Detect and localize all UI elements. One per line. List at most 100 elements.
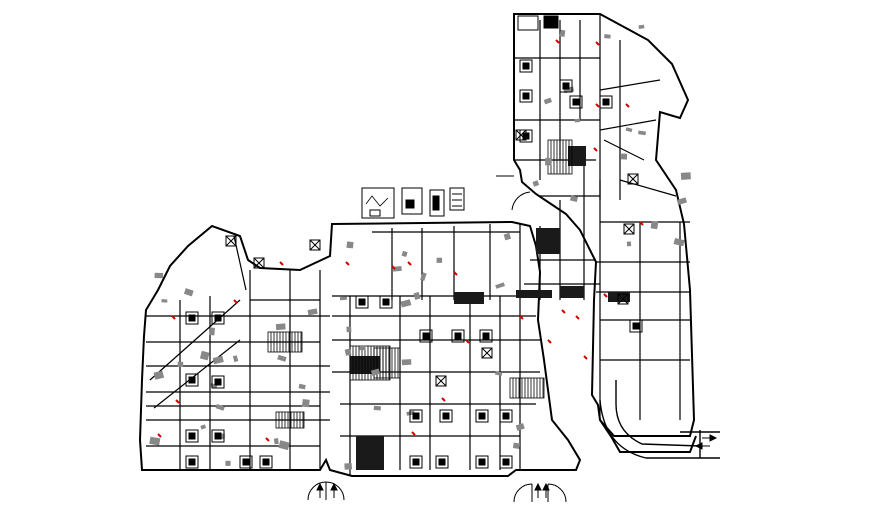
fixture	[569, 95, 583, 109]
column-markers	[225, 129, 639, 387]
furniture-piece	[400, 299, 412, 308]
fixture-core	[262, 458, 270, 466]
service-cores	[350, 146, 630, 470]
wall-line	[599, 79, 661, 91]
column-x	[515, 129, 527, 141]
fixture	[185, 455, 199, 469]
furniture-piece	[401, 250, 408, 257]
wall-line	[599, 119, 657, 131]
door-mark	[603, 293, 608, 298]
door-mark	[171, 315, 176, 320]
column-x	[623, 223, 635, 235]
fixture	[599, 95, 613, 109]
furniture-piece	[177, 361, 184, 367]
door-mark	[411, 431, 416, 436]
fixture	[475, 409, 489, 423]
fixture	[185, 311, 199, 325]
door-mark	[519, 315, 524, 320]
furniture-piece	[275, 323, 286, 331]
fixture-core	[242, 458, 250, 466]
fixture-core	[358, 298, 366, 306]
furniture-piece	[436, 257, 443, 263]
vehicle-ramp	[599, 380, 720, 459]
column-box	[617, 293, 629, 305]
interior-walls	[146, 14, 690, 476]
furniture-piece	[604, 34, 611, 39]
furniture-fixtures	[149, 24, 691, 470]
door-mark	[441, 397, 446, 402]
furniture-piece	[495, 282, 505, 289]
fixture	[355, 295, 369, 309]
furniture-piece	[676, 197, 688, 205]
fixture	[239, 455, 253, 469]
column-x	[481, 347, 493, 359]
fixture	[559, 79, 573, 93]
door-markers	[157, 39, 644, 442]
door-mark	[583, 355, 588, 360]
furniture-piece	[359, 345, 366, 351]
furniture-piece	[344, 348, 352, 356]
door-mark	[575, 315, 580, 320]
door-mark	[233, 299, 238, 304]
fixture-core	[522, 92, 530, 100]
fixture-core	[422, 332, 430, 340]
furniture-piece	[199, 350, 210, 361]
fixture-core	[438, 458, 446, 466]
column-box	[515, 129, 527, 141]
fixture-core	[214, 378, 222, 386]
stair-block	[509, 377, 545, 399]
fixture-core	[214, 314, 222, 322]
furniture-piece	[298, 383, 306, 390]
furniture-piece	[626, 241, 632, 247]
fixture	[211, 429, 225, 443]
fixture-core	[188, 376, 196, 384]
furniture-piece	[392, 266, 402, 272]
fixture	[211, 375, 225, 389]
door-mark	[407, 261, 412, 266]
door-mark	[639, 221, 644, 226]
furniture-piece	[154, 272, 164, 279]
column-box	[623, 223, 635, 235]
fixture-core	[478, 458, 486, 466]
stair-block	[275, 411, 305, 429]
door-mark	[593, 147, 598, 152]
fixture-core	[632, 322, 640, 330]
fixture	[259, 455, 273, 469]
furniture-piece	[625, 127, 633, 133]
door-mark	[625, 103, 630, 108]
column-x	[225, 235, 237, 247]
fixture-core	[188, 314, 196, 322]
fixture-core	[502, 412, 510, 420]
furniture-piece	[183, 288, 194, 297]
door-mark	[391, 265, 396, 270]
column-x	[435, 375, 447, 387]
fixture	[379, 295, 393, 309]
furniture-piece	[307, 308, 318, 316]
fixture-core	[478, 412, 486, 420]
fixture-core	[382, 298, 390, 306]
fixture	[479, 329, 493, 343]
door-mark	[265, 437, 270, 442]
fixture	[185, 429, 199, 443]
furniture-piece	[153, 370, 165, 380]
fixture	[211, 311, 225, 325]
fixture	[409, 455, 423, 469]
furniture-piece	[420, 272, 427, 281]
furniture-piece	[680, 172, 691, 180]
column-box	[627, 173, 639, 185]
furniture-piece	[225, 460, 231, 466]
furniture-piece	[673, 238, 685, 247]
fixture-core	[572, 98, 580, 106]
fixture	[439, 409, 453, 423]
furniture-piece	[149, 436, 161, 446]
furniture-piece	[277, 354, 287, 362]
fixture	[629, 319, 643, 333]
building-outline	[138, 13, 697, 477]
door-mark	[175, 399, 180, 404]
door-mark	[595, 103, 600, 108]
fixture	[519, 89, 533, 103]
fixture-core	[442, 412, 450, 420]
furniture-piece	[209, 327, 215, 336]
stair-blocks	[267, 139, 573, 429]
